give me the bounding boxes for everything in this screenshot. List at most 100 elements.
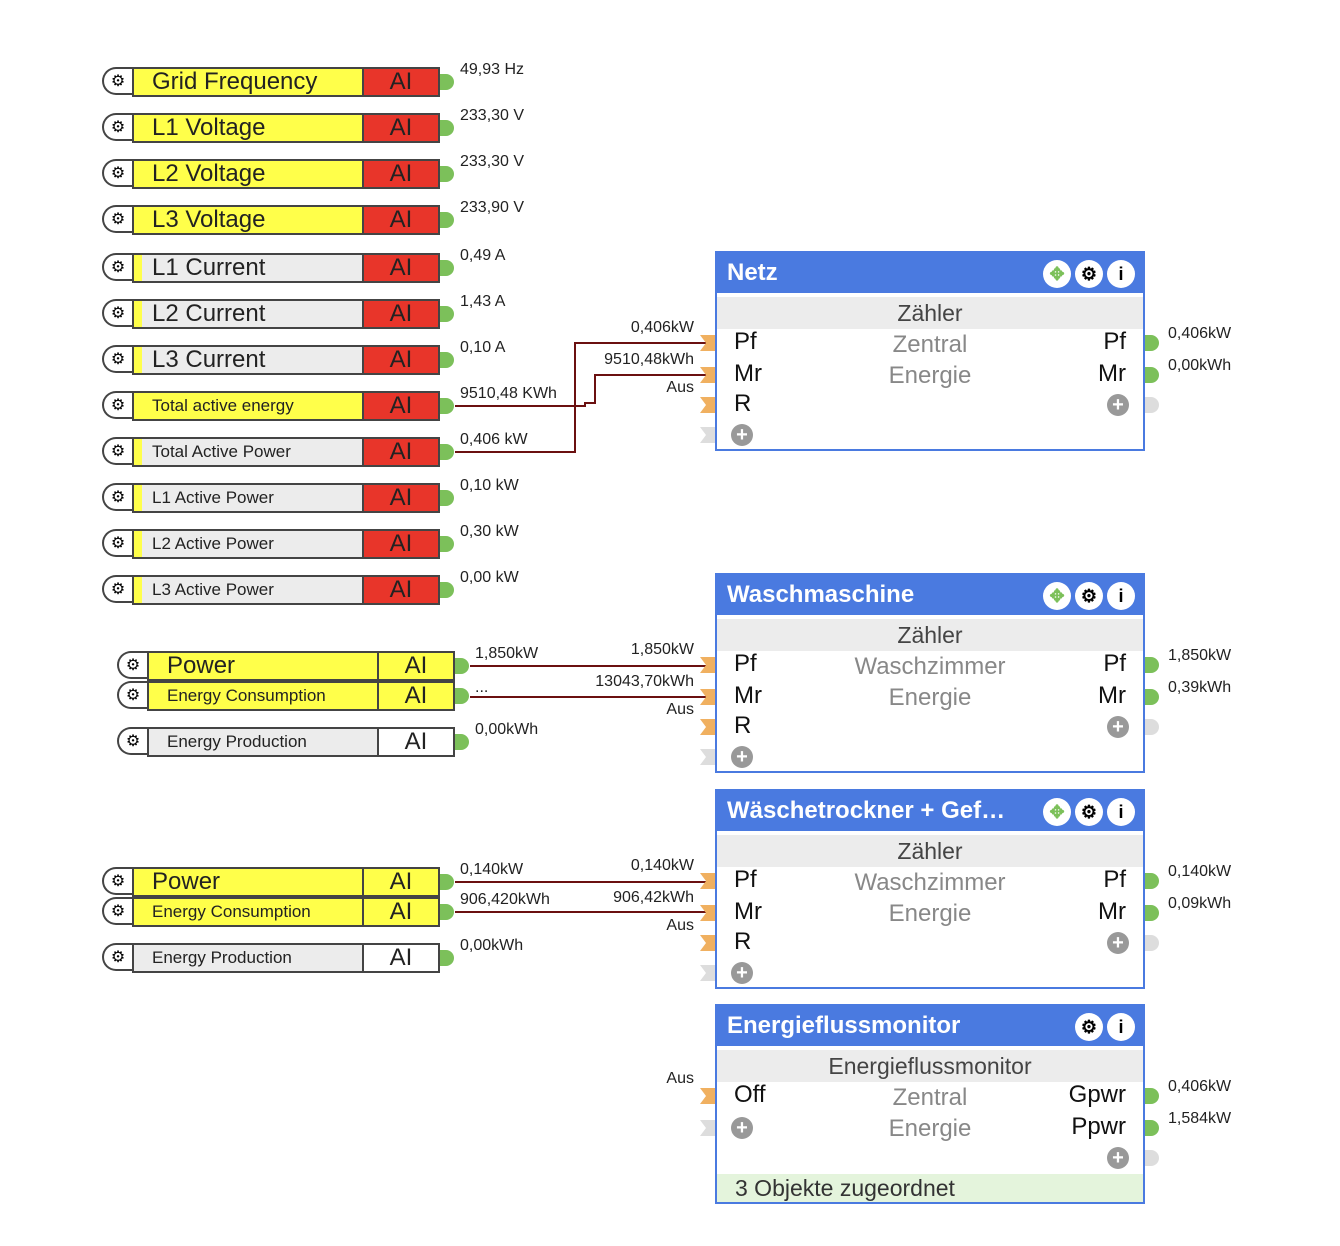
input-port[interactable] <box>700 935 715 951</box>
add-input-icon[interactable]: + <box>731 424 753 446</box>
output-port[interactable] <box>1145 335 1159 351</box>
add-input-icon[interactable]: + <box>731 1117 753 1139</box>
gear-icon[interactable]: ⚙ <box>102 943 132 971</box>
gear-icon[interactable]: ⚙ <box>102 253 132 281</box>
output-port[interactable] <box>1145 905 1159 921</box>
output-port[interactable] <box>455 688 469 704</box>
output-port[interactable] <box>440 166 454 182</box>
gear-icon[interactable]: ⚙ <box>117 681 147 709</box>
input-port[interactable] <box>700 657 715 673</box>
add-input-icon[interactable]: + <box>731 962 753 984</box>
gear-icon[interactable]: ⚙ <box>1075 1013 1103 1041</box>
info-icon[interactable]: i <box>1107 1013 1135 1041</box>
info-icon[interactable]: i <box>1107 260 1135 288</box>
gear-icon[interactable]: ⚙ <box>102 205 132 233</box>
empty-input-port[interactable] <box>700 749 715 765</box>
output-port[interactable] <box>440 536 454 552</box>
info-icon[interactable]: i <box>1107 798 1135 826</box>
output-port[interactable] <box>440 582 454 598</box>
add-output-icon[interactable]: + <box>1107 716 1129 738</box>
add-input-icon[interactable]: + <box>731 746 753 768</box>
gear-icon[interactable]: ⚙ <box>102 391 132 419</box>
output-port[interactable] <box>1145 1088 1159 1104</box>
move-icon[interactable]: ✥ <box>1043 582 1071 610</box>
empty-input-port[interactable] <box>700 427 715 443</box>
move-icon[interactable]: ✥ <box>1043 260 1071 288</box>
gear-icon[interactable]: ⚙ <box>1075 260 1103 288</box>
output-port[interactable] <box>455 734 469 750</box>
gear-icon[interactable]: ⚙ <box>102 67 132 95</box>
output-port[interactable] <box>440 950 454 966</box>
input-port[interactable] <box>700 1088 715 1104</box>
input-port[interactable] <box>700 367 715 383</box>
block-header[interactable]: Energieflussmonitor⚙i <box>717 1006 1143 1046</box>
gear-icon[interactable]: ⚙ <box>102 483 132 511</box>
gear-icon[interactable]: ⚙ <box>1075 798 1103 826</box>
output-port[interactable] <box>455 658 469 674</box>
empty-output-port[interactable] <box>1145 935 1159 951</box>
gear-icon[interactable]: ⚙ <box>102 529 132 557</box>
wire[interactable] <box>455 374 708 407</box>
input-port[interactable] <box>700 397 715 413</box>
gear-icon[interactable]: ⚙ <box>117 651 147 679</box>
empty-output-port[interactable] <box>1145 397 1159 413</box>
output-port[interactable] <box>440 74 454 90</box>
empty-input-port[interactable] <box>700 965 715 981</box>
output-port[interactable] <box>440 874 454 890</box>
output-port[interactable] <box>440 444 454 460</box>
input-port[interactable] <box>700 335 715 351</box>
gear-icon[interactable]: ⚙ <box>1075 582 1103 610</box>
output-port[interactable] <box>440 260 454 276</box>
info-icon[interactable]: i <box>1107 582 1135 610</box>
gear-icon[interactable]: ⚙ <box>102 159 132 187</box>
empty-output-port[interactable] <box>1145 1150 1159 1166</box>
output-port[interactable] <box>1145 367 1159 383</box>
block-header[interactable]: Wäschetrockner + Gef…✥⚙i <box>717 791 1143 831</box>
output-port[interactable] <box>1145 1120 1159 1136</box>
output-port[interactable] <box>440 904 454 920</box>
gear-icon[interactable]: ⚙ <box>102 897 132 925</box>
add-output-icon[interactable]: + <box>1107 1147 1129 1169</box>
output-port[interactable] <box>440 212 454 228</box>
gear-icon[interactable]: ⚙ <box>117 727 147 755</box>
empty-output-port[interactable] <box>1145 719 1159 735</box>
gear-icon[interactable]: ⚙ <box>102 575 132 603</box>
gear-icon[interactable]: ⚙ <box>102 345 132 373</box>
output-port[interactable] <box>1145 657 1159 673</box>
add-output-icon[interactable]: + <box>1107 932 1129 954</box>
wire[interactable] <box>455 342 708 453</box>
add-output-icon[interactable]: + <box>1107 394 1129 416</box>
gear-icon[interactable]: ⚙ <box>102 437 132 465</box>
output-port[interactable] <box>440 398 454 414</box>
move-icon[interactable]: ✥ <box>1043 798 1071 826</box>
input-port[interactable] <box>700 719 715 735</box>
input-port[interactable] <box>700 905 715 921</box>
block-header[interactable]: Netz✥⚙i <box>717 253 1143 293</box>
output-port[interactable] <box>1145 689 1159 705</box>
input-port[interactable] <box>700 689 715 705</box>
gear-icon[interactable]: ⚙ <box>102 867 132 895</box>
input-port[interactable] <box>700 873 715 889</box>
gear-icon[interactable]: ⚙ <box>102 113 132 141</box>
output-port[interactable] <box>440 306 454 322</box>
output-port[interactable] <box>440 490 454 506</box>
